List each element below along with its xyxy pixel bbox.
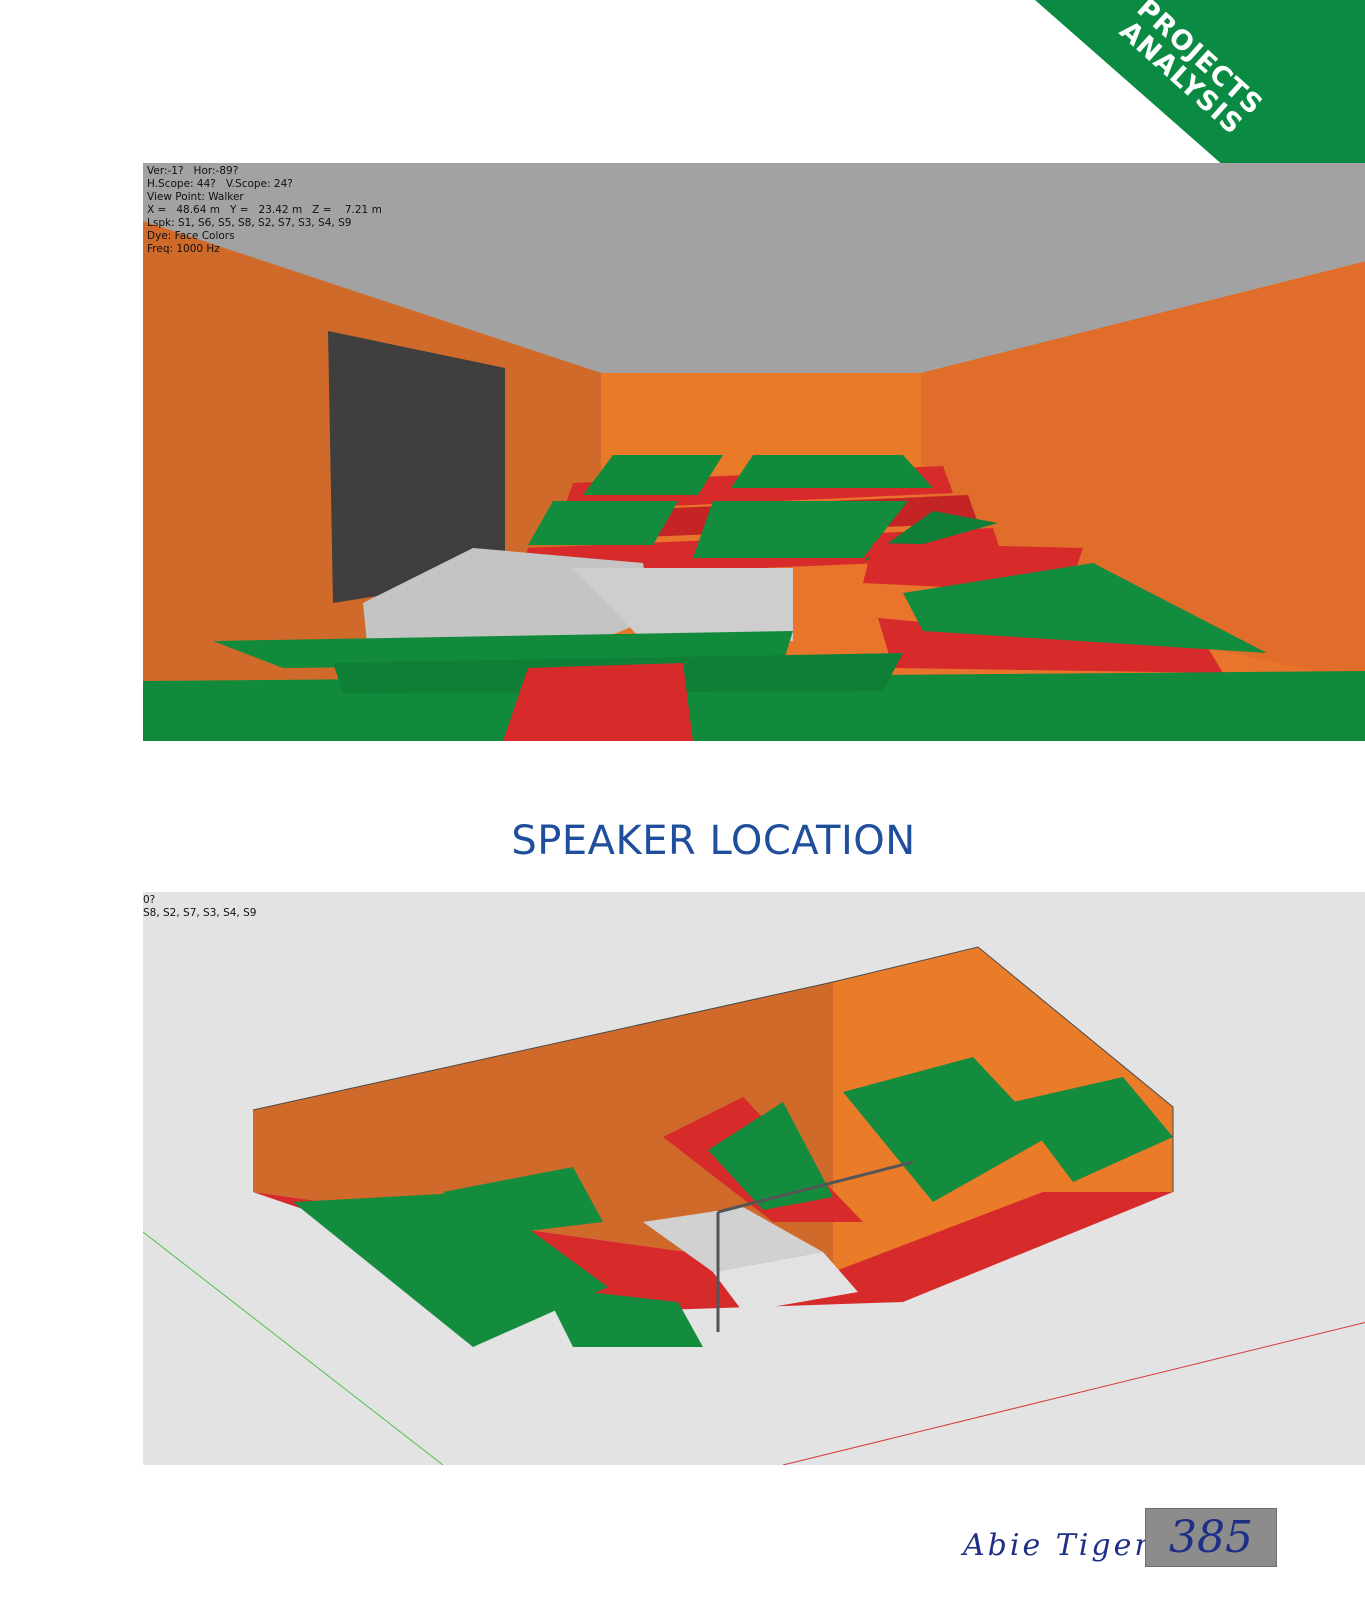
speaker-location-scene: [143, 946, 1365, 1465]
hud-line: Ver:-1? Hor:-89?: [147, 165, 239, 177]
view-parameters-readout: Ver:-1? Hor:-89? H.Scope: 44? V.Scope: 2…: [147, 165, 382, 256]
walker-view-scene: [143, 163, 1365, 741]
hud-line: View Point: Walker: [147, 191, 244, 203]
speaker-location-render: 0? S8, S2, S7, S3, S4, S9: [143, 892, 1365, 1465]
hud-line: H.Scope: 44? V.Scope: 24?: [147, 178, 293, 190]
section-title: SPEAKER LOCATION: [511, 818, 916, 864]
hud-line: Freq: 1000 Hz: [147, 243, 220, 255]
page-number-box: 385: [1145, 1508, 1277, 1567]
hud-line: X = 48.64 m Y = 23.42 m Z = 7.21 m: [147, 204, 382, 216]
view-parameters-readout-partial: 0? S8, S2, S7, S3, S4, S9: [143, 894, 256, 920]
hud-line: S8, S2, S7, S3, S4, S9: [143, 907, 257, 919]
author-signature: Abie Tiger: [963, 1528, 1152, 1563]
page-number: 385: [1169, 1512, 1253, 1563]
walker-view-render: Ver:-1? Hor:-89? H.Scope: 44? V.Scope: 2…: [143, 163, 1365, 741]
hud-line: 0?: [143, 894, 156, 906]
hud-line: Dye: Face Colors: [147, 230, 235, 242]
hud-line: Lspk: S1, S6, S5, S8, S2, S7, S3, S4, S9: [147, 217, 352, 229]
